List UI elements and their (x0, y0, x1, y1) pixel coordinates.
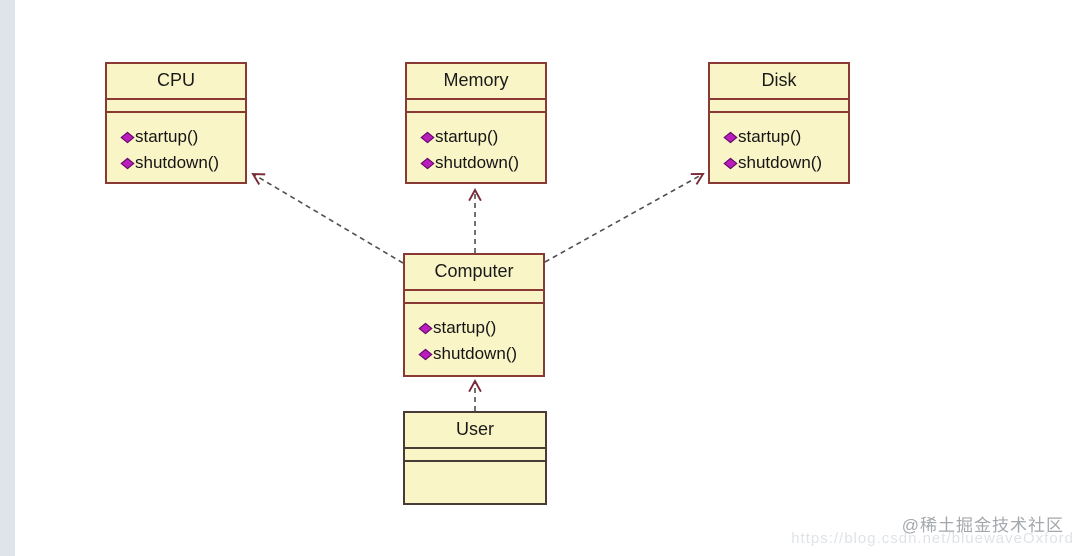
method-row: shutdown() (723, 150, 844, 176)
private-visibility-diamond-icon (120, 157, 135, 169)
private-visibility-diamond-icon (723, 157, 738, 169)
class-box-memory: Memory startup() shutdown() (405, 62, 547, 184)
method-row: startup() (723, 124, 844, 150)
arrow-computer-to-cpu (251, 172, 404, 264)
class-attributes-compartment (405, 447, 545, 460)
class-box-user: User (403, 411, 547, 505)
class-methods-compartment: startup() shutdown() (407, 111, 545, 180)
method-row: shutdown() (418, 341, 539, 367)
community-watermark: @稀土掘金技术社区 (901, 516, 1064, 535)
class-box-computer: Computer startup() shutdown() (403, 253, 545, 377)
arrow-computer-to-disk (544, 173, 705, 263)
method-row: startup() (418, 315, 539, 341)
class-methods-compartment (405, 460, 545, 501)
method-label: startup() (435, 127, 499, 146)
private-visibility-diamond-icon (120, 131, 135, 143)
class-title: Disk (761, 70, 797, 90)
class-title: Computer (434, 261, 514, 281)
blog-url-watermark: https://blog.csdn.net/bluewaveOxford (791, 530, 1074, 547)
class-attributes-compartment (107, 98, 245, 111)
method-label: startup() (433, 318, 497, 337)
class-attributes-compartment (710, 98, 848, 111)
method-label: startup() (738, 127, 802, 146)
method-label: shutdown() (435, 153, 520, 172)
method-row: shutdown() (420, 150, 541, 176)
class-attributes-compartment (405, 289, 543, 302)
method-row: startup() (420, 124, 541, 150)
private-visibility-diamond-icon (418, 322, 433, 334)
class-methods-compartment: startup() shutdown() (107, 111, 245, 180)
class-title: CPU (156, 70, 195, 90)
private-visibility-diamond-icon (420, 157, 435, 169)
page-edge-strip (0, 0, 15, 556)
private-visibility-diamond-icon (420, 131, 435, 143)
class-title: Memory (443, 70, 509, 90)
class-title: User (455, 419, 494, 439)
method-row: shutdown() (120, 150, 241, 176)
private-visibility-diamond-icon (723, 131, 738, 143)
class-methods-compartment: startup() shutdown() (405, 302, 543, 371)
method-row: startup() (120, 124, 241, 150)
class-methods-compartment: startup() shutdown() (710, 111, 848, 180)
class-box-disk: Disk startup() shutdown() (708, 62, 850, 184)
method-label: shutdown() (135, 153, 220, 172)
method-label: shutdown() (738, 153, 823, 172)
method-label: shutdown() (433, 344, 518, 363)
class-attributes-compartment (407, 98, 545, 111)
class-box-cpu: CPU startup() shutdown() (105, 62, 247, 184)
private-visibility-diamond-icon (418, 348, 433, 360)
method-label: startup() (135, 127, 199, 146)
